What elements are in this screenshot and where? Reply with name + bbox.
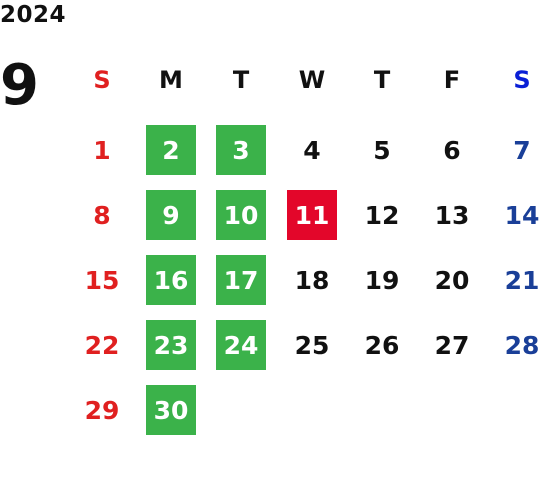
day-cell[interactable]: 17 bbox=[216, 255, 266, 305]
day-cell[interactable]: 8 bbox=[93, 200, 111, 230]
day-cell[interactable]: 15 bbox=[84, 265, 120, 295]
day-cell[interactable]: 2 bbox=[146, 125, 196, 175]
day-cell[interactable]: 10 bbox=[216, 190, 266, 240]
day-cell[interactable]: 30 bbox=[146, 385, 196, 435]
day-cell[interactable]: 26 bbox=[364, 330, 400, 360]
day-cell[interactable]: 27 bbox=[434, 330, 470, 360]
day-cell[interactable]: 3 bbox=[216, 125, 266, 175]
day-cell[interactable]: 22 bbox=[84, 330, 120, 360]
weekday-header: T bbox=[232, 66, 250, 94]
day-cell[interactable]: 12 bbox=[364, 200, 400, 230]
weekday-header: F bbox=[443, 66, 461, 94]
day-cell[interactable]: 5 bbox=[373, 135, 391, 165]
day-cell[interactable]: 28 bbox=[504, 330, 540, 360]
weekday-header: T bbox=[373, 66, 391, 94]
day-cell[interactable]: 1 bbox=[93, 135, 111, 165]
day-cell[interactable]: 7 bbox=[513, 135, 531, 165]
day-cell[interactable]: 20 bbox=[434, 265, 470, 295]
day-cell[interactable]: 23 bbox=[146, 320, 196, 370]
day-cell[interactable]: 13 bbox=[434, 200, 470, 230]
day-cell[interactable]: 18 bbox=[294, 265, 330, 295]
day-cell[interactable]: 19 bbox=[364, 265, 400, 295]
day-cell[interactable]: 25 bbox=[294, 330, 330, 360]
day-cell[interactable]: 24 bbox=[216, 320, 266, 370]
day-cell[interactable]: 29 bbox=[84, 395, 120, 425]
day-cell[interactable]: 16 bbox=[146, 255, 196, 305]
day-cell[interactable]: 14 bbox=[504, 200, 540, 230]
day-cell[interactable]: 21 bbox=[504, 265, 540, 295]
weekday-header: W bbox=[298, 66, 326, 94]
day-cell[interactable]: 9 bbox=[146, 190, 196, 240]
weekday-header: S bbox=[93, 66, 111, 94]
day-cell[interactable]: 11 bbox=[287, 190, 337, 240]
day-cell[interactable]: 6 bbox=[443, 135, 461, 165]
weekday-header: M bbox=[159, 66, 183, 94]
weekday-header: S bbox=[513, 66, 531, 94]
day-cell[interactable]: 4 bbox=[303, 135, 321, 165]
year-label: 2024 bbox=[0, 2, 67, 28]
month-number: 9 bbox=[0, 53, 39, 118]
